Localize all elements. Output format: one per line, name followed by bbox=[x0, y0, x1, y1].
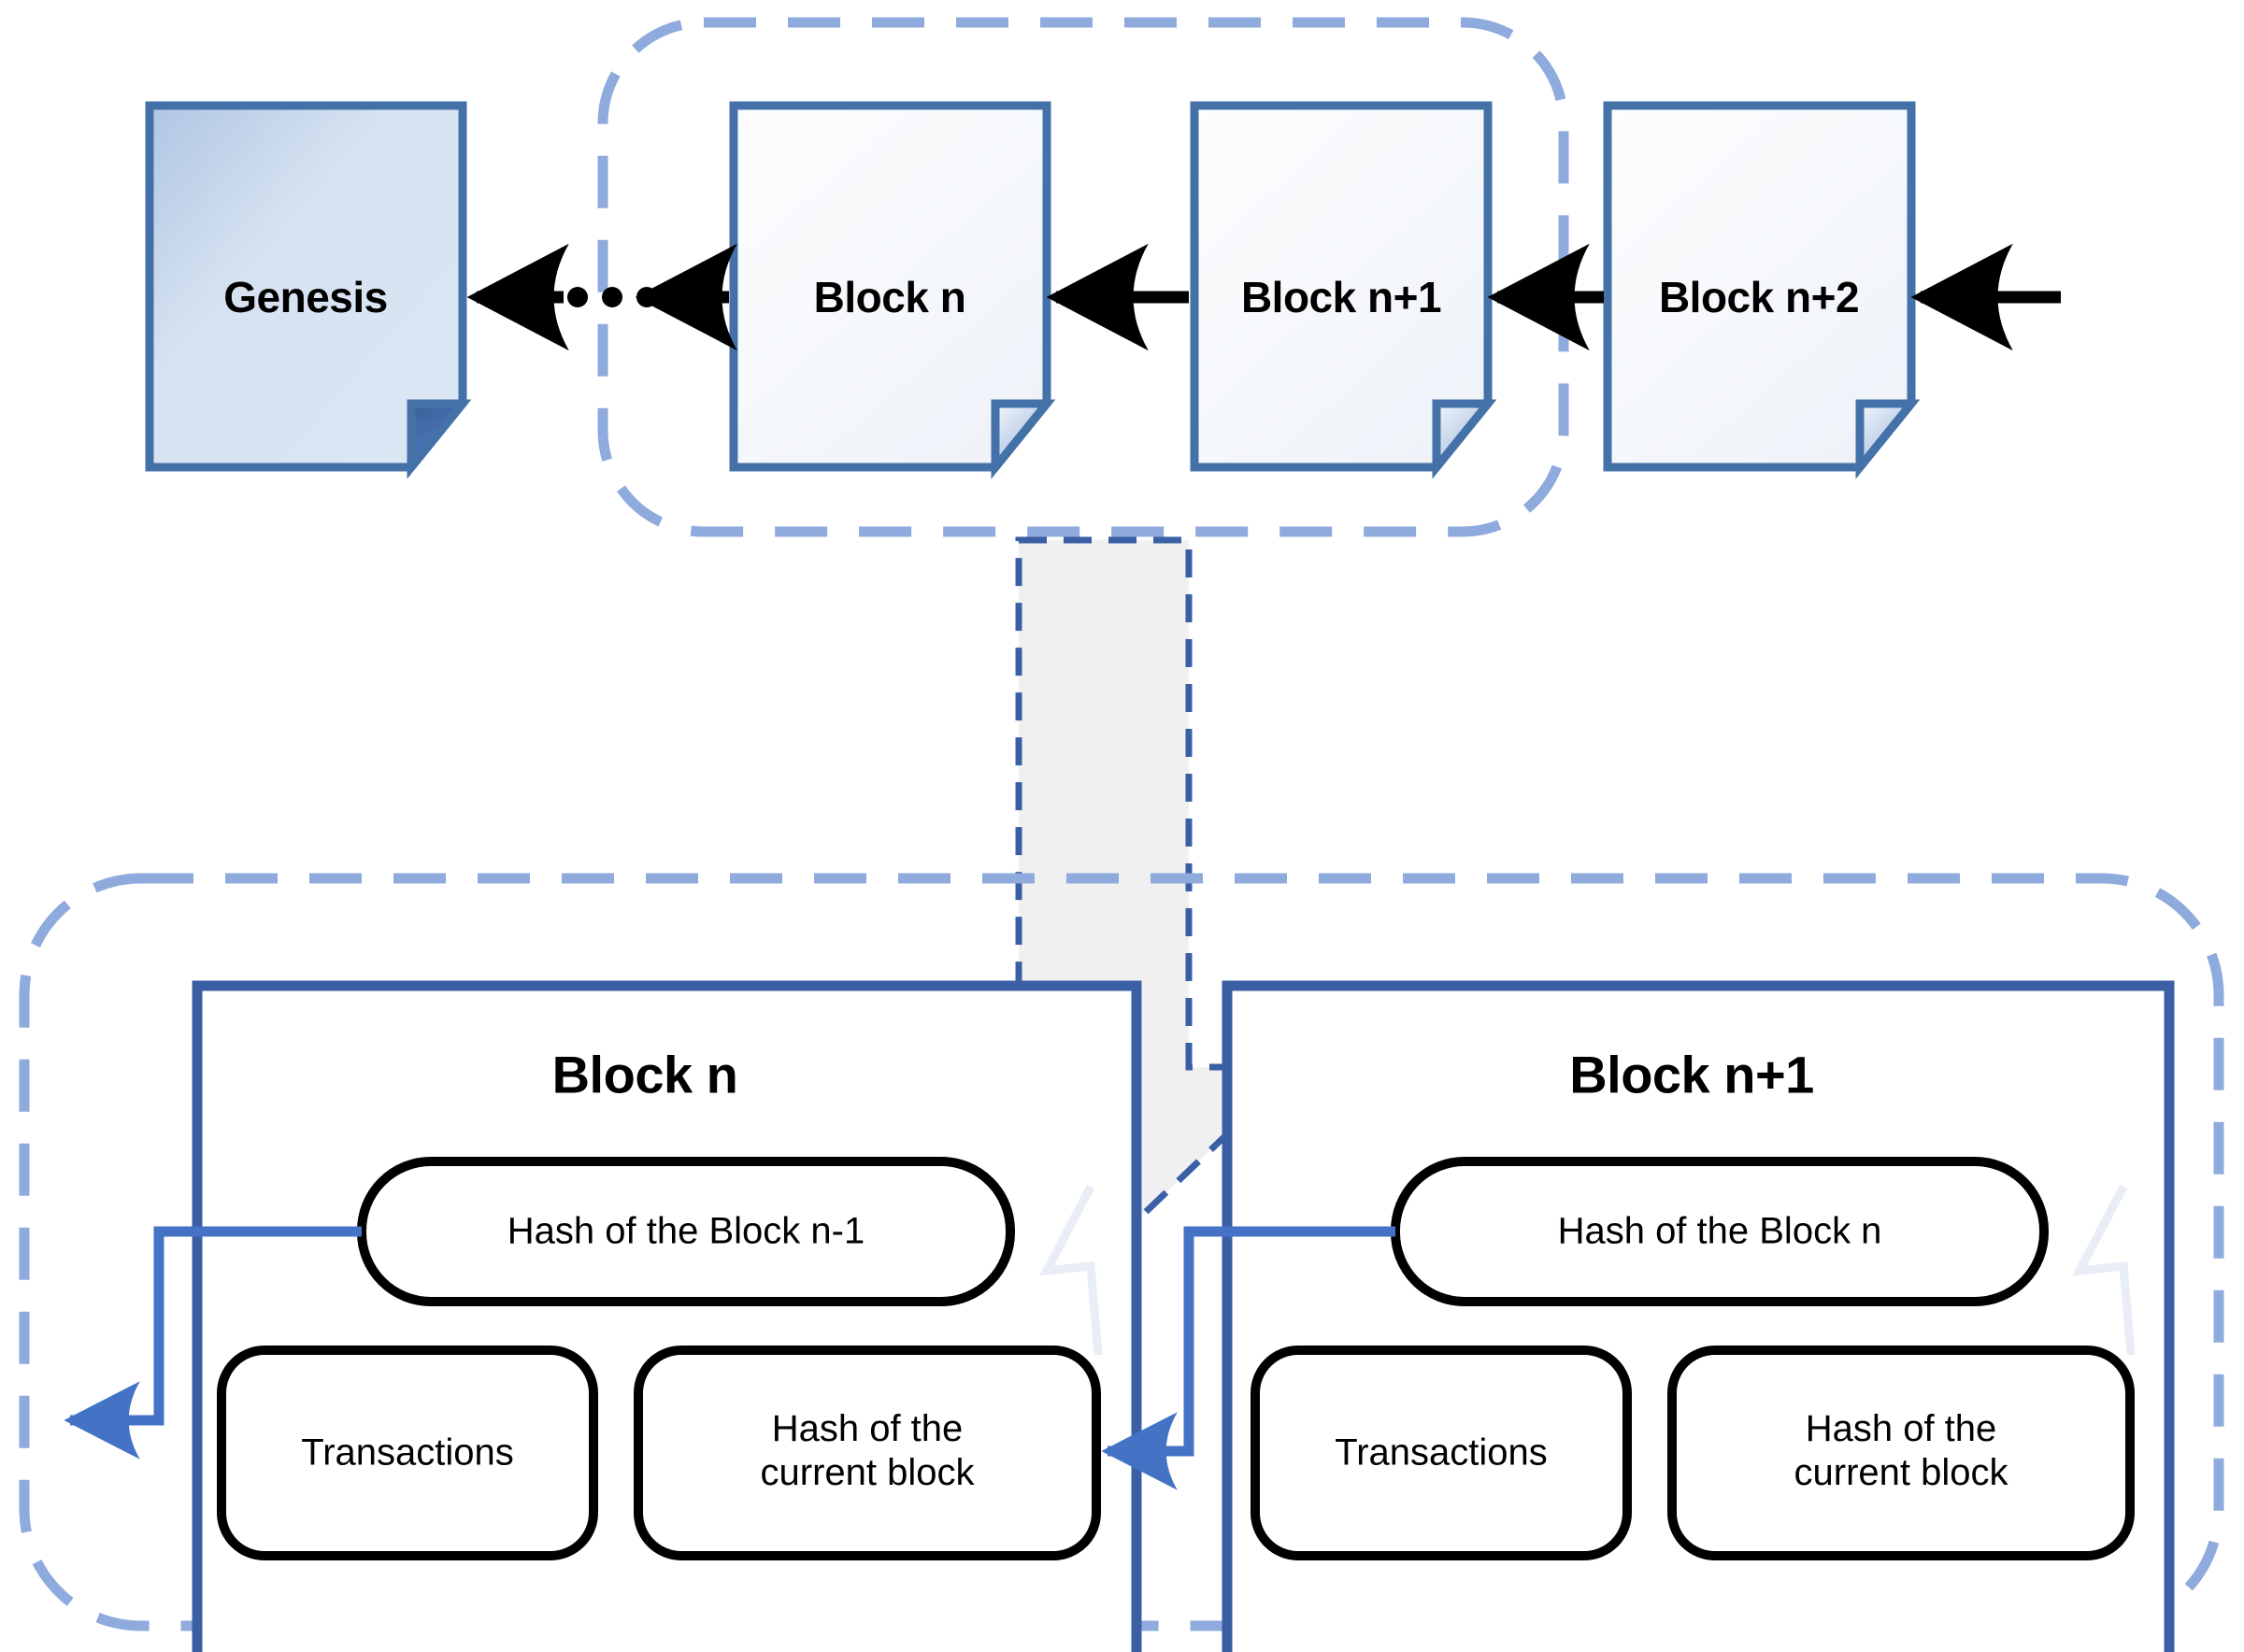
chain-block-block-n[interactable] bbox=[729, 101, 1056, 479]
watermark-arrow-icon bbox=[1039, 1184, 1103, 1356]
connector-block-n-prev-hash bbox=[64, 1226, 362, 1460]
detail-block-n-fields bbox=[217, 1157, 1101, 1560]
field-label-prev-hash-n1: Hash of the Block n bbox=[1557, 1210, 1882, 1252]
document-fold-corner-icon bbox=[1432, 399, 1497, 479]
field-label-current-hash-n1: Hash of the current block bbox=[1794, 1407, 2008, 1493]
field-label-transactions-n1: Transactions bbox=[1335, 1431, 1548, 1474]
ellipsis-icon bbox=[567, 287, 657, 307]
chain-block-block-n1[interactable] bbox=[1190, 101, 1497, 479]
chain-group-dashed-outline bbox=[597, 17, 1569, 537]
chain-block-block-n2[interactable] bbox=[1603, 101, 1921, 479]
chain-link-arrows bbox=[466, 243, 2061, 351]
field-transactions-shape[interactable] bbox=[1251, 1346, 1632, 1560]
field-label-current-hash-n: Hash of the current block bbox=[760, 1407, 975, 1493]
detail-block-title-n: Block n bbox=[551, 1045, 738, 1104]
connector-block-n1-to-block-n bbox=[1101, 1226, 1395, 1490]
document-fold-corner-icon bbox=[1855, 399, 1921, 479]
document-fold-corner-icon bbox=[991, 399, 1056, 479]
detail-block-title-n1: Block n+1 bbox=[1569, 1045, 1814, 1104]
watermark-arrow-icon bbox=[2072, 1184, 2136, 1356]
field-transactions-shape[interactable] bbox=[217, 1346, 598, 1560]
field-label-prev-hash-n: Hash of the Block n-1 bbox=[507, 1210, 865, 1252]
chain-block-label-block-n1: Block n+1 bbox=[1240, 273, 1442, 321]
field-current-hash-shape[interactable] bbox=[634, 1346, 1101, 1560]
chain-block-label-block-n: Block n bbox=[813, 273, 966, 321]
field-label-transactions-n: Transactions bbox=[301, 1431, 514, 1474]
chain-block-genesis[interactable] bbox=[145, 101, 472, 479]
detail-block-n1-fields bbox=[1251, 1157, 2135, 1560]
chain-block-label-block-n2: Block n+2 bbox=[1658, 273, 1860, 321]
field-current-hash-shape[interactable] bbox=[1667, 1346, 2135, 1560]
document-fold-corner-icon bbox=[407, 399, 472, 479]
chain-block-label-genesis: Genesis bbox=[223, 273, 388, 321]
